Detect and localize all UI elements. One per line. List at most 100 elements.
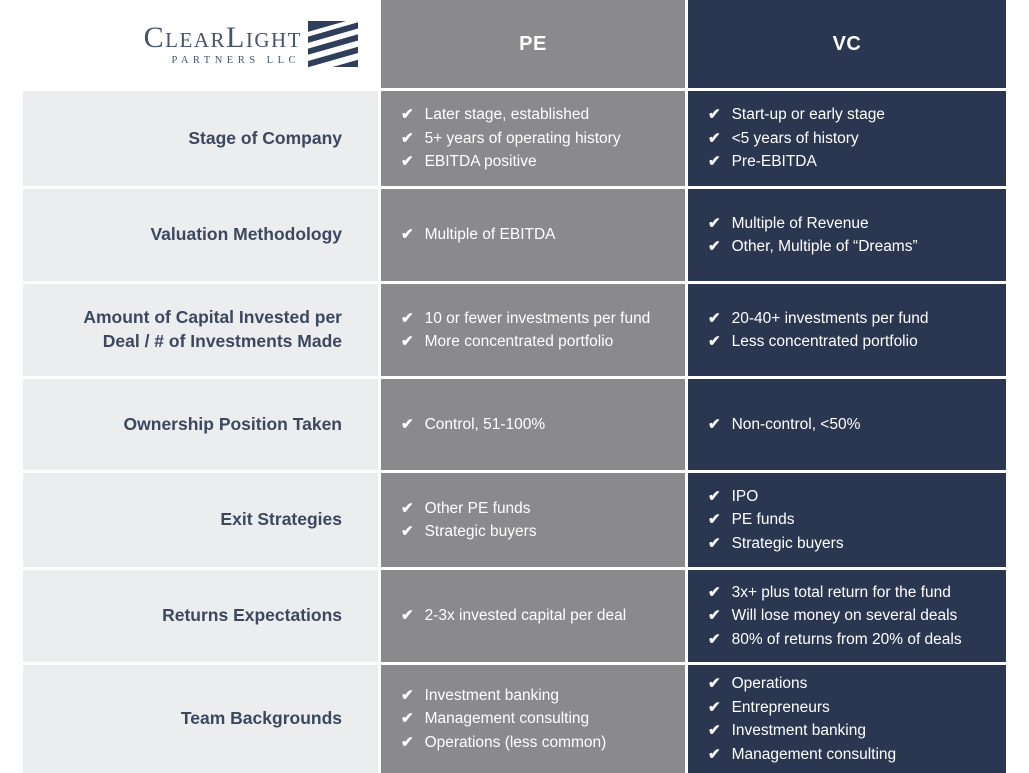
vc-cell-team-backgrounds: ✔Operations✔Entrepreneurs✔Investment ban… [688,665,1006,773]
check-icon: ✔ [708,415,721,433]
row-label-ownership-position: Ownership Position Taken [23,379,378,470]
check-item-text: Will lose money on several deals [731,607,958,625]
vc-cell-ownership-position: ✔Non-control, <50% [688,379,1006,470]
check-icon: ✔ [708,722,721,739]
column-header-pe: PE [381,0,685,88]
check-item: ✔EBITDA positive [401,150,621,174]
check-icon: ✔ [401,226,414,244]
pe-checklist: ✔Later stage, established✔5+ years of op… [401,103,621,174]
pe-checklist: ✔Control, 51-100% [401,413,545,437]
check-item: ✔Will lose money on several deals [708,604,962,628]
check-item-text: PE funds [731,511,795,529]
pe-checklist: ✔ Multiple of EBITDA [401,223,556,247]
check-item-text: Investment banking [731,722,866,739]
check-icon: ✔ [401,523,414,540]
check-item: ✔Other, Multiple of “Dreams” [708,235,918,259]
check-item: ✔ Other PE funds [401,497,537,521]
row-label-text: Returns Expectations [162,605,342,626]
pe-checklist: ✔ Other PE funds ✔Strategic buyers [401,497,537,544]
check-icon: ✔ [708,129,721,147]
check-icon: ✔ [708,698,721,716]
check-item: ✔Less concentrated portfolio [708,330,928,354]
check-item: ✔Control, 51-100% [401,413,545,437]
check-item-text: Other, Multiple of “Dreams” [731,238,918,255]
check-icon: ✔ [708,106,721,124]
check-item: ✔Later stage, established [401,103,621,127]
check-icon: ✔ [401,607,414,625]
logo-text: ClearLight PARTNERS LLC [144,22,302,66]
vc-checklist: ✔Start-up or early stage✔<5 years of his… [708,103,885,174]
column-header-vc: VC [688,0,1006,88]
check-item-text: 3x+ plus total return for the fund [731,583,951,601]
check-icon: ✔ [708,214,721,232]
check-item-text: IPO [731,487,759,505]
check-item-text: 2-3x invested capital per deal [424,607,627,625]
check-item-text: Pre-EBITDA [731,153,817,171]
check-icon: ✔ [401,153,414,171]
check-icon: ✔ [708,583,721,601]
check-icon: ✔ [708,630,721,648]
check-item: ✔PE funds [708,508,844,532]
check-item: ✔ More concentrated portfolio [401,330,650,354]
check-icon: ✔ [708,675,721,692]
clearlight-logo: ClearLight PARTNERS LLC [144,21,358,67]
vc-cell-returns-expectations: ✔3x+ plus total return for the fund✔Will… [688,570,1006,662]
check-item: ✔Management consulting [401,707,606,731]
check-item-text: More concentrated portfolio [424,333,614,350]
row-label-text: Exit Strategies [220,509,342,530]
check-icon: ✔ [708,745,721,763]
check-item: ✔Strategic buyers [401,520,537,544]
row-label-text: Ownership Position Taken [123,413,342,434]
check-item: ✔ 20-40+ investments per fund [708,307,928,331]
check-item-text: Operations (less common) [424,733,607,751]
check-item-text: 5+ years of operating history [424,129,621,147]
vc-cell-capital-invested: ✔ 20-40+ investments per fund ✔Less concen… [688,284,1006,376]
check-item-text: Multiple of Revenue [731,214,869,232]
pe-checklist: ✔Investment banking✔Management consultin… [401,684,606,755]
row-label-team-backgrounds: Team Backgrounds [23,665,378,773]
check-icon: ✔ [401,686,414,704]
check-item: ✔5+ years of operating history [401,127,621,151]
check-icon: ✔ [708,309,721,327]
check-icon: ✔ [401,415,414,433]
logo-stripes-icon [308,21,358,67]
check-item: ✔Start-up or early stage [708,103,885,127]
check-icon: ✔ [401,499,414,517]
check-item-text: Other PE funds [424,499,531,517]
pe-cell-capital-invested: ✔10 or fewer investments per fund ✔ More c… [381,284,685,376]
check-item-text: 20-40+ investments per fund [731,309,929,327]
check-item-text: Management consulting [731,745,897,763]
row-label-text: Valuation Methodology [150,224,342,245]
vc-checklist: ✔ Multiple of Revenue ✔Other, Multiple of … [708,212,918,259]
check-item: ✔ Pre-EBITDA [708,150,885,174]
check-item: ✔ 80% of returns from 20% of deals [708,628,962,652]
check-item: ✔10 or fewer investments per fund [401,307,650,331]
row-label-text: Stage of Company [188,127,342,148]
check-item: ✔ Multiple of EBITDA [401,223,556,247]
pe-checklist: ✔10 or fewer investments per fund ✔ More c… [401,307,650,354]
check-icon: ✔ [401,710,414,728]
vc-checklist: ✔ 20-40+ investments per fund ✔Less concen… [708,307,928,354]
check-item: ✔Strategic buyers [708,532,844,556]
check-icon: ✔ [708,153,721,171]
row-label-returns-expectations: Returns Expectations [23,570,378,662]
check-item: ✔ Entrepreneurs [708,696,896,720]
logo-company-name: ClearLight [143,21,302,55]
vc-cell-valuation-methodology: ✔ Multiple of Revenue ✔Other, Multiple of … [688,189,1006,281]
vc-checklist: ✔3x+ plus total return for the fund✔Will… [708,581,962,652]
check-item-text: Entrepreneurs [731,698,830,716]
pe-cell-ownership-position: ✔Control, 51-100% [381,379,685,470]
check-icon: ✔ [401,106,414,124]
check-icon: ✔ [401,333,414,350]
check-icon: ✔ [708,534,721,552]
logo-cell: ClearLight PARTNERS LLC [23,0,378,88]
pe-checklist: ✔ 2-3x invested capital per deal [401,604,626,628]
check-item: ✔ Investment banking [708,719,896,743]
check-item-text: Multiple of EBITDA [424,226,556,244]
pe-cell-stage-of-company: ✔Later stage, established✔5+ years of op… [381,91,685,186]
check-icon: ✔ [708,333,721,350]
check-item-text: 80% of returns from 20% of deals [731,630,962,648]
vc-cell-exit-strategies: ✔ IPO ✔PE funds✔Strategic buyers [688,473,1006,567]
logo-subtitle: PARTNERS LLC [171,54,300,66]
pe-cell-valuation-methodology: ✔ Multiple of EBITDA [381,189,685,281]
